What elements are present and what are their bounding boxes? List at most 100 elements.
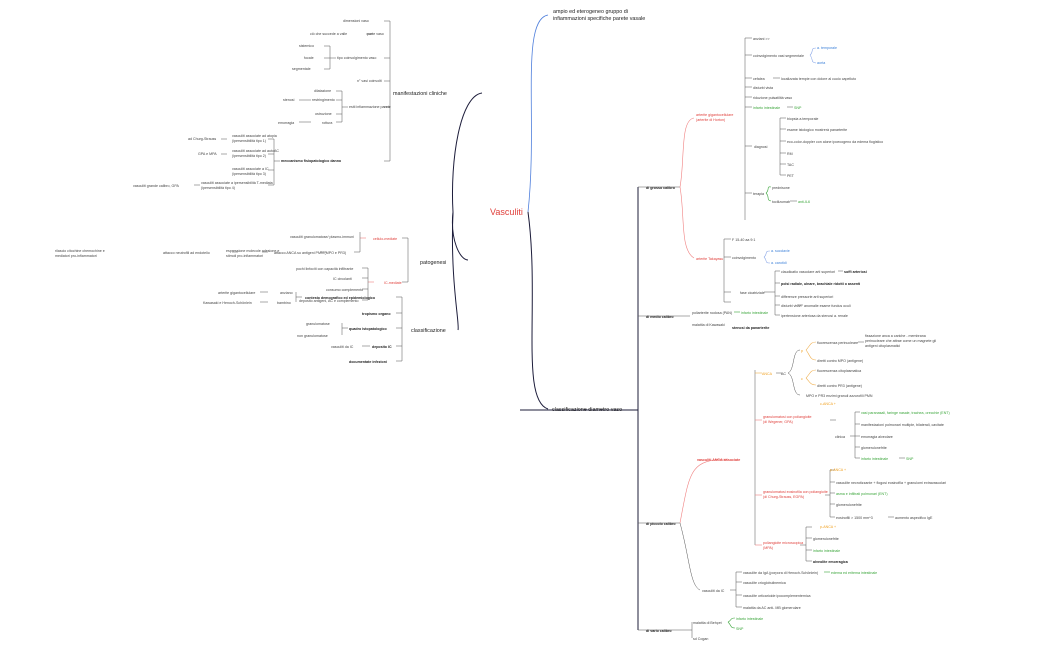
meccanismo-label: meccanismo fisiopatologico danno bbox=[281, 159, 342, 163]
gpa-snp: SNP bbox=[906, 457, 914, 461]
item-focale: focale bbox=[304, 56, 314, 60]
mpa-line2: (MPA) bbox=[763, 546, 773, 550]
vario-label: di vario calibro bbox=[646, 629, 672, 633]
tipo1-prefix: vasculiti associate ad bbox=[232, 134, 267, 138]
quadro-item-0: granulomatose bbox=[306, 322, 330, 326]
contesto-item-2: Kawasaki e Henoch-Schönlein bbox=[203, 301, 252, 305]
center-title: Vasculiti bbox=[490, 207, 523, 217]
gc-terapia: terapia bbox=[753, 192, 764, 196]
item-esiti-infiammazione: esiti infiammazione parete bbox=[349, 105, 391, 109]
ic-item-0: pochi linfociti con capacità infiltrante bbox=[296, 267, 353, 271]
definition-line-1: ampio ed eterogeneo gruppo di bbox=[553, 9, 628, 15]
branch-classificazione: classificazione contesto demografico ed … bbox=[203, 291, 446, 364]
takayasu-label: arterite Takayasu bbox=[696, 257, 723, 261]
gc-tocilizumab: tocilizumab bbox=[772, 200, 790, 204]
gc-temporale: a. temporale bbox=[817, 46, 837, 50]
gc-snp: SNP bbox=[794, 106, 802, 110]
anca-ac: AC bbox=[781, 372, 786, 376]
item-sistemico: sistemico bbox=[299, 44, 314, 48]
egpa-eosinofili: eosinofili > 1500 mm^3 bbox=[836, 516, 873, 520]
item-restringimento: restringimento bbox=[312, 98, 335, 102]
cellulo-item-1: attacco ANCA su antigeni PMN (MPO e PR3) bbox=[274, 251, 346, 255]
gc-pet: PET bbox=[787, 174, 795, 178]
arterite-gc-line1: arterite gigantocellulare bbox=[696, 113, 733, 117]
gc-vista: disturbi vista bbox=[753, 86, 773, 90]
ic-edema: edema ed eritema intestinale bbox=[831, 571, 877, 575]
tipo1-example: ad Churg-Strauss bbox=[188, 137, 216, 141]
infezioni-label: documentate infezioni bbox=[349, 360, 387, 364]
cellulo-item-2b: stimoli pro-infiammatori bbox=[226, 254, 263, 258]
gc-istologico-prefix: esame istologico mostrerà bbox=[787, 128, 830, 132]
tak-soffi: soffi arteriosi bbox=[844, 270, 867, 274]
branch-medio-calibro: di medio calibro poliarterite nodosa (PA… bbox=[646, 311, 768, 327]
cellulo-item-3: attacco neutrofili ad endotelio bbox=[163, 251, 210, 255]
vario-snp: SNP bbox=[736, 627, 744, 631]
item-tipo-coinvolgimento: tipo coinvolgimento vaso bbox=[337, 56, 376, 60]
item-ostruzione: ostruzione bbox=[315, 112, 332, 116]
gpa-line2: (di Wegener, GPA) bbox=[763, 420, 793, 424]
ic-item-2: consumo complemento bbox=[326, 288, 363, 292]
tipo4-label: vasculiti associate a ipersensibilità T-… bbox=[201, 181, 273, 185]
gpa-infarto: infarto intestinale bbox=[861, 457, 888, 461]
cellulo-item-4b: mediatori pro-infiammatori bbox=[55, 254, 97, 258]
gc-diagnosi: diagnosi bbox=[754, 145, 768, 149]
cellulo-item-0: vasculiti granulomatose/ plasmo-immuni bbox=[290, 235, 354, 239]
tropismo-label: tropismo organo bbox=[362, 312, 391, 316]
item-valle: ciò che succede a valle bbox=[310, 32, 347, 36]
egpa-ige: aumento aspecifico IgE bbox=[895, 516, 933, 520]
egpa-asma: asma e infiltrati polmonari (ENT) bbox=[836, 492, 888, 496]
gc-anziani: anziani >> bbox=[753, 37, 770, 41]
gc-rm: RM bbox=[787, 152, 793, 156]
patogenesi-label: patogenesi bbox=[420, 260, 446, 266]
branch-vario-calibro: di vario calibro malattia di Behçet infa… bbox=[646, 617, 763, 641]
gc-tac: TAC bbox=[787, 163, 794, 167]
tak-succlavie: a. succlavie bbox=[771, 249, 790, 253]
gc-coinvolgimento-label: coinvolgimento bbox=[753, 54, 777, 58]
tak-stenosi: stenosi da panarterite bbox=[732, 326, 769, 330]
connectors bbox=[194, 14, 905, 638]
tipo1-highlight: atopia bbox=[267, 134, 277, 138]
tak-f: F 15-40 aa 9:1 bbox=[732, 238, 755, 242]
tipo3-prefix: vasculiti associate a bbox=[232, 167, 265, 171]
manifestazioni-label: manifestazioni cliniche bbox=[393, 91, 447, 97]
vario-cogan: sd Cogan bbox=[693, 637, 708, 641]
tak-carotidi: a. carotidi bbox=[771, 261, 787, 265]
ic-label: vasculiti da IC bbox=[702, 589, 725, 593]
tak-fase: fase cicatriziale bbox=[740, 291, 765, 295]
egpa-panca: p-ANCA + bbox=[830, 468, 846, 472]
anca-enzimi: MPO e PR3 enzimi granuli azzurofili PMN bbox=[806, 394, 873, 398]
contesto-item-0: arterite gigantocellulare bbox=[218, 291, 255, 295]
tipo3-label: vasculiti associate a IC bbox=[232, 167, 269, 171]
gc-infarto: infarto intestinale bbox=[753, 106, 780, 110]
medio-label: di medio calibro bbox=[646, 315, 674, 319]
gc-anti-il6: anti-IL6 bbox=[798, 200, 810, 204]
item-n-vasi: n° vasi coinvolti bbox=[357, 79, 382, 83]
ic-orticarioide: vasculite orticarioide ipocomplementemic… bbox=[743, 594, 811, 598]
gpa-emorragia: emorragia alveolare bbox=[861, 435, 893, 439]
gc-istologico: esame istologico mostrerà panarterite bbox=[787, 128, 847, 132]
cellulo-item-4a: rilascio citochine chemochine e bbox=[55, 249, 105, 253]
quadro-item-1: non granulomatose bbox=[297, 334, 328, 338]
tipo2-highlight: autoAC bbox=[267, 149, 279, 153]
anca-fissazione-3: antigeni citoplasmatici bbox=[865, 344, 900, 348]
tipo2-example: GPA e MPA bbox=[198, 152, 217, 156]
contesto-label: contesto demografico ed epidemiologico bbox=[305, 296, 376, 300]
ic-iga: vasculite da IgA (porpora di Henoch-Schö… bbox=[743, 571, 818, 575]
gc-vasi-prefix: vasi bbox=[778, 54, 785, 58]
gc-eco-prefix: eco-color-doppler con bbox=[787, 140, 823, 144]
quadro-label: quadro istopatologico bbox=[349, 327, 388, 331]
arterite-gc-line2: (arterite di Horton) bbox=[696, 118, 725, 122]
branch-grosso-calibro: di grosso calibro arterite gigantocellul… bbox=[646, 37, 883, 330]
grosso-label: di grosso calibro bbox=[646, 186, 676, 190]
item-segmentale: segmentale bbox=[292, 67, 311, 71]
gc-aorta: aorta bbox=[817, 61, 825, 65]
tipo2-note: (ipersensibilità tipo 2) bbox=[232, 154, 266, 158]
anca-anca: ANCA bbox=[762, 372, 773, 376]
medio-infarto: infarto intestinale bbox=[741, 311, 768, 315]
mpa-panca: p-ANCA + bbox=[820, 525, 836, 529]
tak-polsi: polsi radiale, ulnare, brachiale ridotti… bbox=[781, 282, 860, 286]
anca-perinucleare: fluorescenza perinucleare bbox=[817, 341, 858, 345]
tipo3-highlight: IC bbox=[265, 167, 269, 171]
medio-kawasaki: malattia di Kawasaki bbox=[692, 323, 725, 327]
